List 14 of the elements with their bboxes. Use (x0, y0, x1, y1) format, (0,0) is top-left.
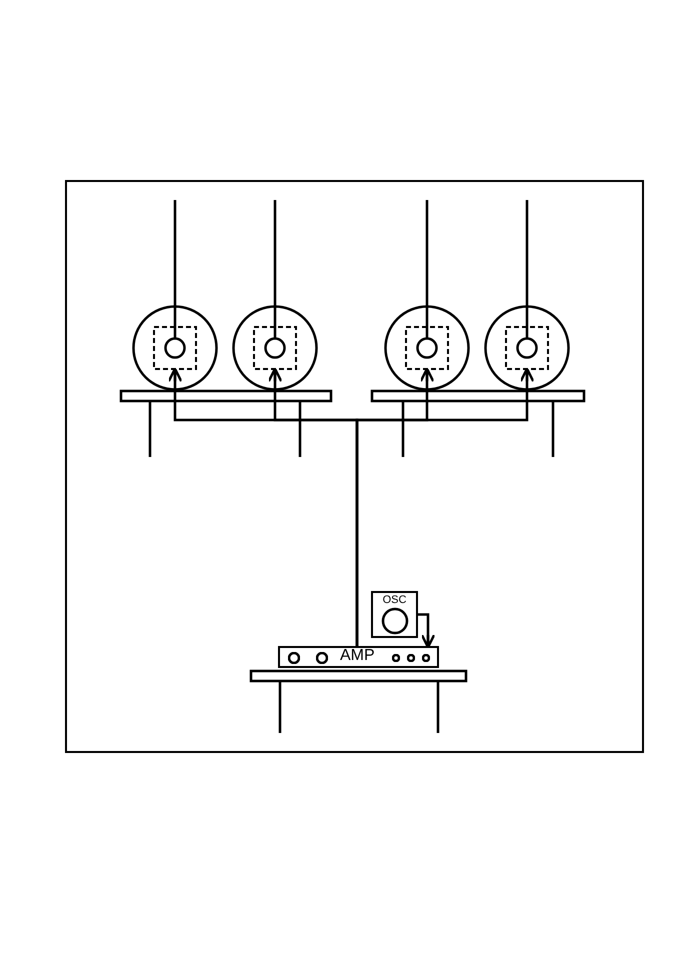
drum-circle (484, 305, 570, 391)
device-label: AMP (340, 647, 375, 665)
driver-box (253, 326, 297, 370)
driver-box (153, 326, 197, 370)
oscillator-box (371, 591, 418, 638)
wire-arrow (356, 368, 534, 646)
wire-arrow (418, 613, 436, 648)
drum-circle (384, 305, 470, 391)
drum-circle (232, 305, 318, 391)
driver-box (405, 326, 449, 370)
drum-circle (132, 305, 218, 391)
amplifier-box (278, 646, 439, 668)
driver-box (505, 326, 549, 370)
device-label: OSC (382, 594, 408, 606)
